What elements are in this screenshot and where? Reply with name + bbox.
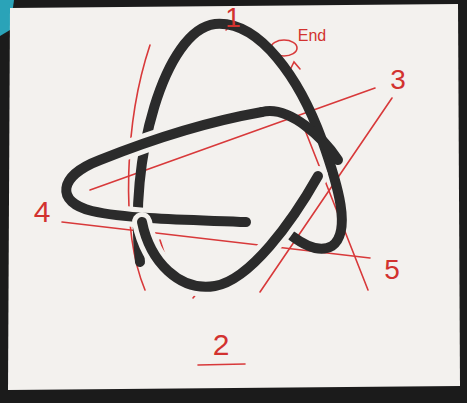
callout-number: 3 [390, 66, 406, 94]
callout-number: 2 [213, 330, 230, 360]
callout-number: End [298, 28, 326, 44]
callout-number: 1 [225, 4, 241, 32]
callout-number: 5 [384, 256, 400, 284]
callout-number: 4 [34, 197, 51, 227]
